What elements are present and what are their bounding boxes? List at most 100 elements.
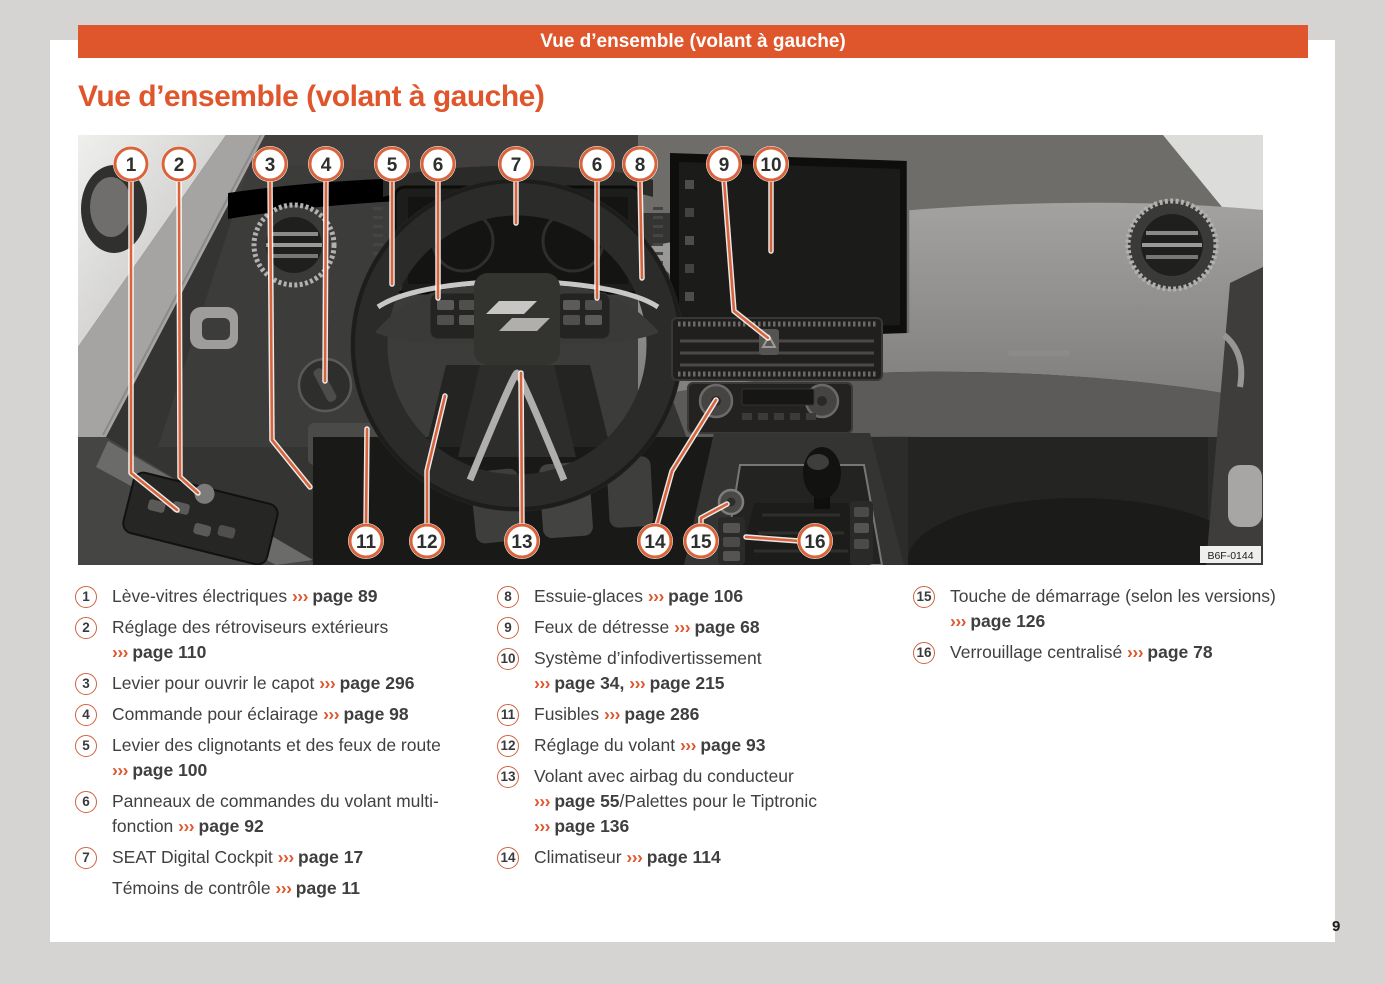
page-reference: page 89	[312, 586, 378, 606]
legend-text: Système d’infodivertissement	[534, 648, 762, 668]
legend-line: Touche de démarrage (selon les versions)	[950, 584, 1276, 609]
legend-text: /Palettes pour le Tiptronic	[619, 791, 818, 811]
page-reference: page 126	[970, 611, 1046, 631]
legend-text: Réglage du volant	[534, 735, 680, 755]
legend-item-text: Essuie-glaces ››› page 106	[534, 584, 743, 609]
legend-text: Climatiseur	[534, 847, 627, 867]
legend-item-number: 4	[75, 704, 97, 726]
cross-reference-arrow: ›››	[626, 847, 647, 867]
image-code-label: B6F-0144	[1200, 546, 1261, 563]
legend-item: 12 Réglage du volant ››› page 93	[497, 733, 913, 758]
legend-item-text: Levier pour ouvrir le capot ››› page 296	[112, 671, 414, 696]
callout-6-right: 6	[579, 146, 615, 182]
callout-15: 15	[683, 523, 719, 559]
legend-line: Feux de détresse ››› page 68	[534, 615, 760, 640]
cross-reference-arrow: ›››	[534, 673, 555, 693]
legend-line: Fusibles ››› page 286	[534, 702, 699, 727]
legend-item: 8 Essuie-glaces ››› page 106	[497, 584, 913, 609]
legend-item-text: Témoins de contrôle ››› page 11	[112, 876, 360, 901]
legend-item-number: 5	[75, 735, 97, 757]
left-air-vent	[251, 202, 337, 288]
callout-12: 12	[409, 523, 445, 559]
legend-item: 15 Touche de démarrage (selon les versio…	[913, 584, 1318, 634]
legend-text: Levier pour ouvrir le capot	[112, 673, 320, 693]
page-reference: page 286	[624, 704, 700, 724]
center-air-vents	[671, 317, 883, 381]
svg-text:4: 4	[321, 155, 332, 176]
cross-reference-arrow: ›››	[323, 704, 344, 724]
legend-item: 6 Panneaux de commandes du volant multi-…	[75, 789, 497, 839]
page-reference: page 68	[694, 617, 760, 637]
legend-item-number	[75, 878, 97, 900]
callout-leader-lines	[128, 177, 802, 544]
legend-column-2: 8 Essuie-glaces ››› page 106 9 Feux de d…	[497, 584, 913, 907]
legend-line: Climatiseur ››› page 114	[534, 845, 721, 870]
legend-item-text: Fusibles ››› page 286	[534, 702, 699, 727]
legend-text: Volant avec airbag du conducteur	[534, 766, 794, 786]
callout-6-left: 6	[420, 146, 456, 182]
legend-item-number: 8	[497, 586, 519, 608]
legend-text: SEAT Digital Cockpit	[112, 847, 278, 867]
cross-reference-arrow: ›››	[629, 673, 650, 693]
svg-text:8: 8	[635, 155, 646, 176]
legend-item-number: 16	[913, 642, 935, 664]
legend-item: 4 Commande pour éclairage ››› page 98	[75, 702, 497, 727]
svg-text:12: 12	[416, 532, 437, 553]
legend-item-number: 3	[75, 673, 97, 695]
right-door-trim	[1206, 267, 1263, 565]
callout-4: 4	[308, 146, 344, 182]
page-reference: page 215	[649, 673, 725, 693]
legend-text: Panneaux de commandes du volant multi-	[112, 791, 439, 811]
legend-item-number: 15	[913, 586, 935, 608]
legend-item: Témoins de contrôle ››› page 11	[75, 876, 497, 901]
page-reference: page 136	[554, 816, 630, 836]
svg-text:1: 1	[126, 155, 137, 176]
callout-8: 8	[622, 146, 658, 182]
legend-item-text: Verrouillage centralisé ››› page 78	[950, 640, 1213, 665]
legend-item-text: Commande pour éclairage ››› page 98	[112, 702, 409, 727]
page-reference: page 98	[343, 704, 409, 724]
callout-3: 3	[252, 146, 288, 182]
legend-line: Système d’infodivertissement	[534, 646, 762, 671]
page-reference: page 110	[132, 642, 207, 662]
svg-text:10: 10	[760, 155, 781, 176]
page-reference: page 11	[295, 878, 360, 898]
legend-item-text: Lève-vitres électriques ››› page 89	[112, 584, 378, 609]
legend-item-text: Levier des clignotants et des feux de ro…	[112, 733, 441, 783]
svg-text:9: 9	[719, 155, 730, 176]
legend-text: Levier des clignotants et des feux de ro…	[112, 735, 441, 755]
legend-item: 7 SEAT Digital Cockpit ››› page 17	[75, 845, 497, 870]
cross-reference-arrow: ›››	[647, 586, 669, 606]
cross-reference-arrow: ›››	[1127, 642, 1148, 662]
svg-text:B6F-0144: B6F-0144	[1207, 550, 1253, 562]
legend-line: Témoins de contrôle ››› page 11	[112, 876, 360, 901]
cross-reference-arrow: ›››	[112, 760, 133, 780]
legend-item-text: Système d’infodivertissement ››› page 34…	[534, 646, 762, 696]
legend-line: ››› page 100	[112, 758, 441, 783]
callout-11: 11	[348, 523, 384, 559]
legend-item-text: SEAT Digital Cockpit ››› page 17	[112, 845, 363, 870]
page-number: 9	[1332, 918, 1341, 935]
legend-line: Réglage du volant ››› page 93	[534, 733, 766, 758]
svg-text:3: 3	[265, 155, 276, 176]
legend-item-text: Réglage des rétroviseurs extérieurs ››› …	[112, 615, 388, 665]
legend-text: Lève-vitres électriques	[112, 586, 292, 606]
legend-item-text: Touche de démarrage (selon les versions)…	[950, 584, 1276, 634]
legend-item-number: 11	[497, 704, 519, 726]
legend-line: Verrouillage centralisé ››› page 78	[950, 640, 1213, 665]
legend-line: Lève-vitres électriques ››› page 89	[112, 584, 378, 609]
legend-item-text: Volant avec airbag du conducteur ››› pag…	[534, 764, 817, 839]
legend-text: Témoins de contrôle	[112, 878, 276, 898]
legend-item-text: Feux de détresse ››› page 68	[534, 615, 760, 640]
page-reference: page 17	[298, 847, 364, 867]
svg-text:14: 14	[644, 532, 666, 553]
callout-5: 5	[374, 146, 410, 182]
legend-text: Feux de détresse	[534, 617, 675, 637]
cross-reference-arrow: ›››	[291, 586, 313, 606]
legend-line: Essuie-glaces ››› page 106	[534, 584, 743, 609]
cross-reference-arrow: ›››	[275, 878, 296, 898]
legend-item: 9 Feux de détresse ››› page 68	[497, 615, 913, 640]
right-wheel-buttons	[555, 292, 611, 340]
page-reference: page 93	[700, 735, 766, 755]
callout-14: 14	[637, 523, 673, 559]
